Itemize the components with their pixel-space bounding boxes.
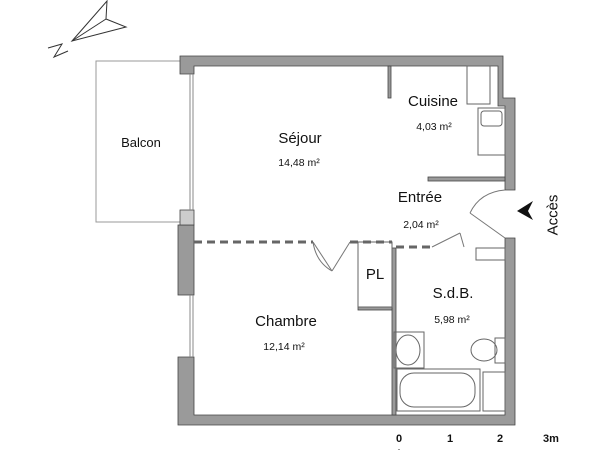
- room-area-chambre: 12,14 m²: [263, 341, 305, 353]
- toilet: [494, 337, 506, 364]
- sink: [477, 107, 506, 156]
- scale-tick-1: 1: [446, 433, 454, 445]
- washbasin: [393, 331, 425, 369]
- access-arrow-icon: [517, 201, 533, 220]
- room-label-balcon: Balcon: [121, 135, 161, 150]
- room-label-chambre: Chambre: [255, 313, 317, 330]
- fridge: [466, 65, 491, 105]
- fixtures: [357, 65, 506, 412]
- room-label-cuisine: Cuisine: [407, 93, 459, 110]
- room-area-entree: 2,04 m²: [403, 219, 439, 231]
- access-label: Accès: [544, 194, 562, 236]
- windows: [189, 74, 194, 357]
- bathtub: [396, 368, 481, 412]
- room-label-entree: Entrée: [397, 189, 443, 206]
- room-area-sdb: 5,98 m²: [434, 314, 470, 326]
- room-area-sejour: 14,48 m²: [278, 157, 320, 169]
- room-label-sdb: S.d.B.: [432, 285, 474, 302]
- room-label-pl: PL: [365, 266, 385, 283]
- scale-tick-2: 2: [496, 433, 504, 445]
- scale-tick-0: 0: [395, 433, 403, 445]
- north-arrow-icon: [47, 0, 128, 59]
- room-area-cuisine: 4,03 m²: [416, 121, 452, 133]
- pl-closet: [357, 241, 393, 308]
- scale-tick-3: 3m: [543, 433, 559, 445]
- room-label-sejour: Séjour: [278, 130, 322, 147]
- doors: [312, 189, 506, 272]
- walls: [177, 55, 516, 426]
